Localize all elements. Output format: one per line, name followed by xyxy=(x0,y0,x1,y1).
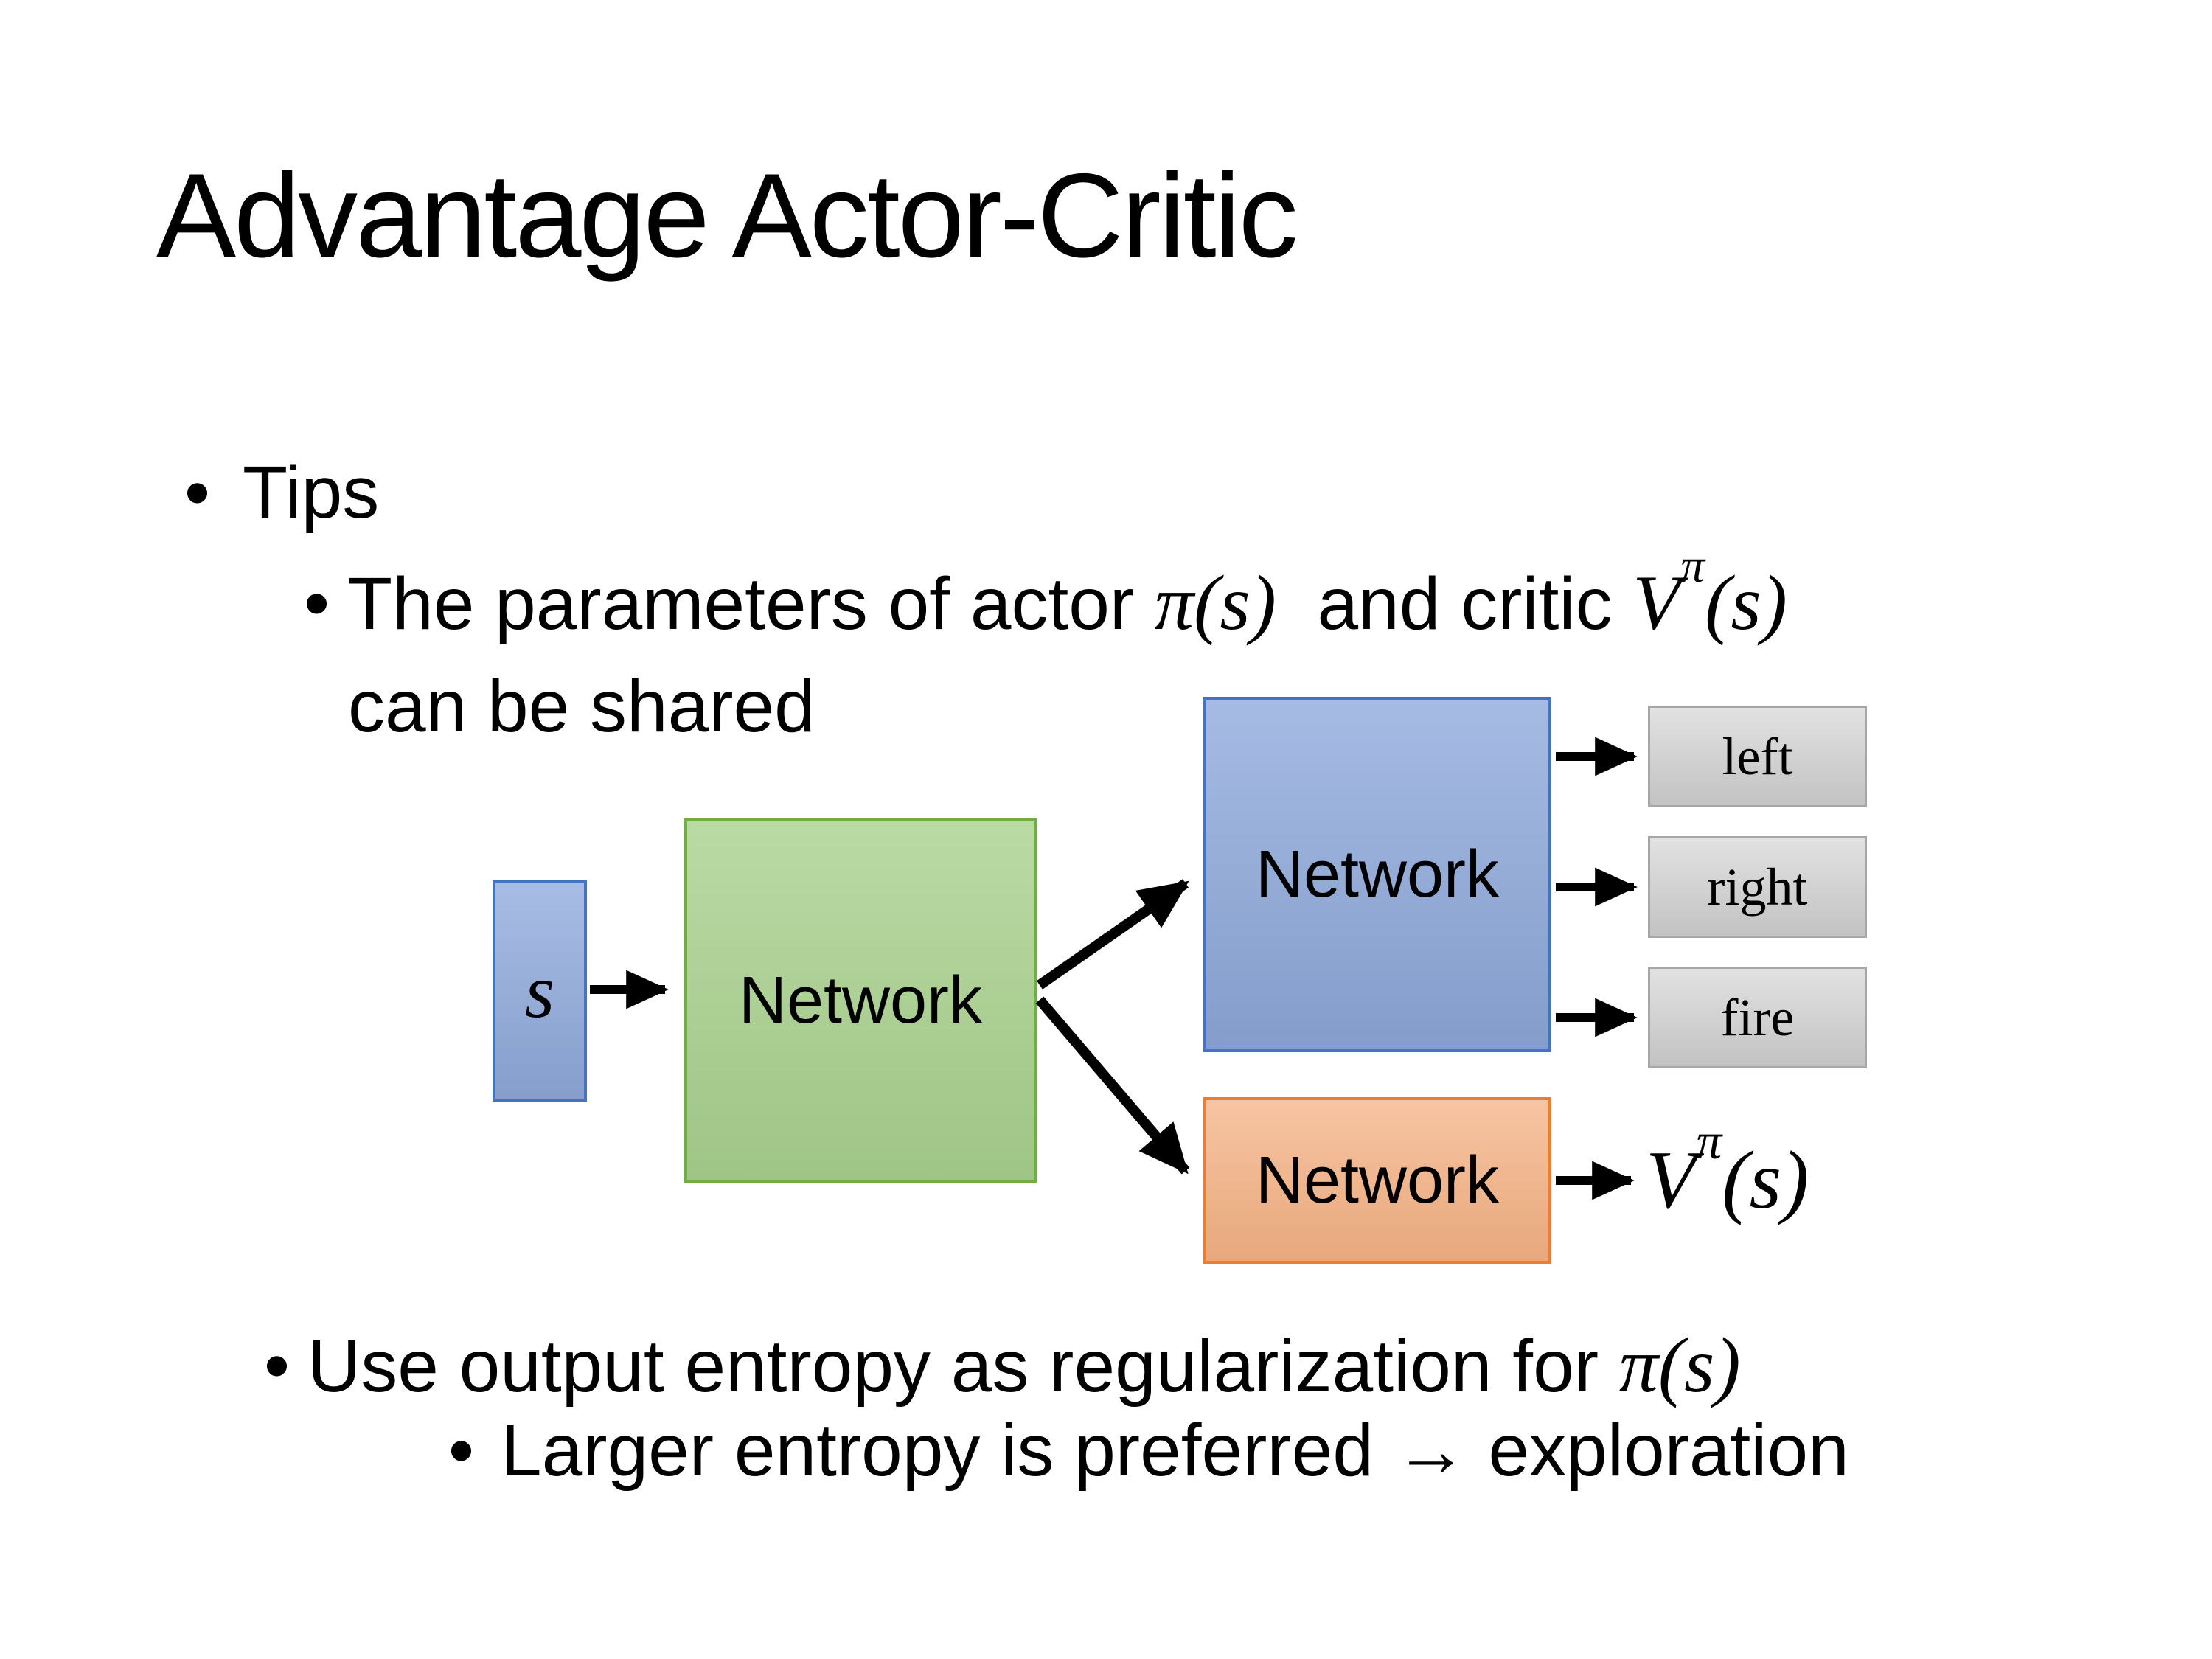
entropy-text: Use output entropy as regularization for… xyxy=(307,1314,1741,1418)
value-output-base: V xyxy=(1646,1135,1697,1226)
action-label-left: left xyxy=(1722,726,1793,786)
critic-network-box: Network xyxy=(1203,1097,1551,1264)
value-output-math: Vπ(s) xyxy=(1646,1116,1809,1228)
bullet-dot: • xyxy=(448,1409,475,1492)
shared-network-label: Network xyxy=(738,963,983,1037)
action-box-fire: fire xyxy=(1648,967,1867,1068)
shared-params-line2: can be shared xyxy=(348,665,815,748)
action-label-fire: fire xyxy=(1720,987,1795,1047)
entropy-policy-math: π(s) xyxy=(1618,1322,1741,1408)
exploration-text: Larger entropy is preferred → exploratio… xyxy=(501,1409,1849,1492)
value-output-args: (s) xyxy=(1722,1135,1809,1226)
value-base: V xyxy=(1632,560,1681,646)
critic-value-math: Vπ(s) xyxy=(1632,542,1787,646)
actor-network-label: Network xyxy=(1255,837,1500,911)
entropy-pre: Use output entropy as regularization for xyxy=(307,1325,1619,1408)
bullet-line-tips: • Tips xyxy=(184,441,379,544)
bullet-line-shared-params: • The parameters of actor π(s) and criti… xyxy=(304,542,1787,655)
state-label: s xyxy=(524,948,555,1034)
shared-params-pre: The parameters of actor xyxy=(347,563,1155,645)
actor-network-box: Network xyxy=(1203,697,1551,1052)
critic-network-label: Network xyxy=(1255,1143,1500,1217)
action-box-left: left xyxy=(1648,706,1867,807)
bullet-line-exploration: • Larger entropy is preferred → explorat… xyxy=(448,1399,1849,1502)
arrow-shared-to-critic xyxy=(1035,996,1190,1175)
slide-title: Advantage Actor-Critic xyxy=(156,149,1298,282)
actor-policy-math: π(s) xyxy=(1154,560,1276,646)
value-args: (s) xyxy=(1705,560,1787,646)
value-sup: π xyxy=(1680,539,1705,594)
bullet-line-entropy: • Use output entropy as regularization f… xyxy=(264,1314,1741,1418)
bullet-dot: • xyxy=(184,451,211,534)
bullet-dot: • xyxy=(304,562,330,644)
action-box-right: right xyxy=(1648,836,1867,938)
tips-label: Tips xyxy=(243,451,380,534)
shared-params-mid: and critic xyxy=(1276,563,1633,645)
bullet-dot: • xyxy=(264,1324,291,1407)
shared-network-box: Network xyxy=(684,818,1037,1183)
arrow-shared-to-actor xyxy=(1036,879,1189,990)
shared-params-text: The parameters of actor π(s) and critic … xyxy=(347,542,1787,655)
bullet-line-shared-params-cont: can be shared xyxy=(348,655,815,758)
value-output-sup: π xyxy=(1696,1113,1722,1170)
action-label-right: right xyxy=(1707,857,1808,917)
state-input-box: s xyxy=(493,880,587,1102)
